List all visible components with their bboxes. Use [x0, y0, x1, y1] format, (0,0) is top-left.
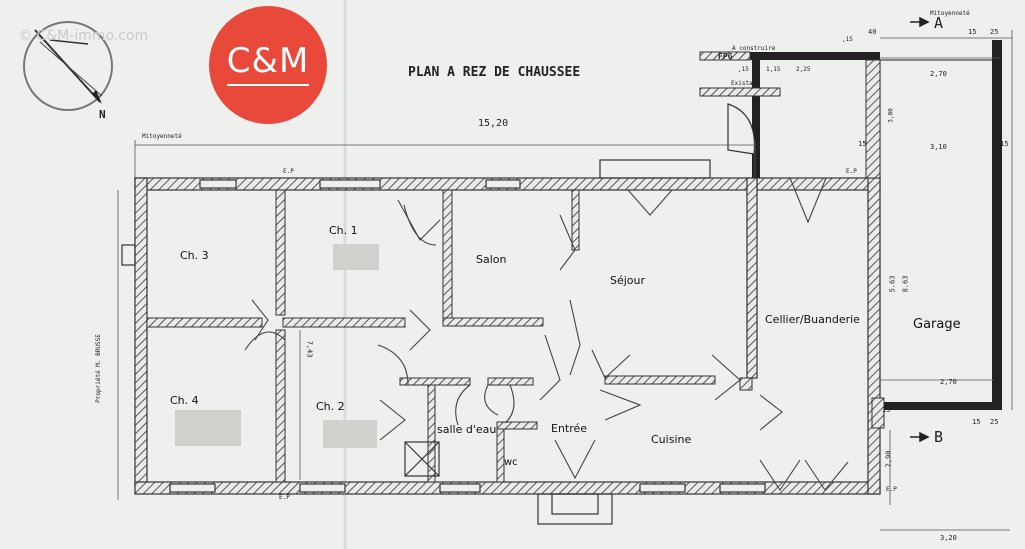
- dimension-lines: [117, 30, 1013, 531]
- logo-text: C&M: [226, 41, 310, 81]
- north-label: N: [99, 108, 106, 121]
- dim-270-top: 2,70: [930, 70, 947, 78]
- note-ep-bottom-right: E.P: [886, 486, 897, 493]
- dim-310: 3,10: [930, 143, 947, 151]
- dim-320: 3,20: [940, 534, 957, 542]
- interior-walls: [146, 189, 753, 483]
- room-cellier: Cellier/Buanderie: [765, 313, 860, 326]
- dim-115: 1,15: [766, 66, 781, 73]
- room-garage: Garage: [913, 317, 961, 332]
- plan-title: PLAN A REZ DE CHAUSSEE: [408, 65, 581, 80]
- compass-rose: [23, 21, 113, 111]
- dim-290: 2,90: [884, 450, 893, 468]
- redacted-area: [175, 410, 241, 446]
- dim-225: 2,25: [796, 66, 811, 73]
- shower-tray: [404, 441, 440, 477]
- dim-15-small: ,15: [842, 36, 853, 43]
- note-ep-top: E.P: [283, 168, 294, 175]
- dim-15-mid: 15: [882, 406, 891, 414]
- dim-15-right: 15: [1000, 140, 1009, 148]
- note-mitoyennete-left: Mitoyenneté: [142, 133, 182, 140]
- note-dim-743: 7,43: [305, 340, 314, 358]
- room-salon: Salon: [476, 253, 507, 266]
- dim-300: 3,00: [887, 108, 895, 123]
- dim-863: 8.63: [901, 275, 910, 293]
- section-b-label: B: [934, 428, 944, 446]
- note-mitoyennete-top: Mitoyenneté: [930, 10, 970, 17]
- room-ch2: Ch. 2: [316, 400, 345, 413]
- room-cuisine: Cuisine: [651, 433, 692, 446]
- note-ep-bottom-left: E.P: [279, 494, 290, 501]
- entrance-step: [537, 493, 613, 525]
- note-ep-right: E.P: [846, 168, 857, 175]
- dim-015: ,15: [738, 66, 749, 73]
- room-ch3: Ch. 3: [180, 249, 209, 262]
- dim-25-b: 25: [990, 418, 999, 426]
- note-fpg: FPG: [718, 52, 733, 61]
- room-ch4: Ch. 4: [170, 394, 199, 407]
- dim-15-left: 15: [858, 140, 867, 148]
- dim-15-b: 15: [972, 418, 981, 426]
- watermark: © C&M-immo.com: [18, 28, 149, 44]
- door-swings: [244, 177, 849, 491]
- room-entree: Entrée: [551, 422, 588, 435]
- room-ch1: Ch. 1: [329, 224, 358, 237]
- garage-structure: [699, 40, 1002, 429]
- note-a-construire: A construire: [732, 45, 776, 52]
- note-propriete: Propriété M. BRUSSE: [94, 334, 102, 403]
- redacted-area: [333, 244, 379, 270]
- note-existant: Existant: [731, 80, 760, 87]
- dim-25-top: 25: [990, 28, 999, 36]
- dim-040: 40: [868, 28, 877, 36]
- logo-underline: [227, 84, 309, 86]
- room-salle-eau: salle d'eau: [437, 423, 497, 436]
- dim-270-bottom: 2,70: [940, 378, 957, 386]
- brand-logo: C&M: [209, 6, 327, 124]
- redacted-area: [323, 420, 377, 448]
- section-markers: [910, 16, 930, 443]
- windows: [121, 159, 766, 493]
- room-wc: wc: [504, 457, 518, 468]
- dim-563: 5.63: [888, 275, 897, 293]
- room-sejour: Séjour: [610, 274, 646, 287]
- overall-width: 15,20: [478, 118, 509, 129]
- section-a-label: A: [934, 14, 944, 32]
- dim-15-top: 15: [968, 28, 977, 36]
